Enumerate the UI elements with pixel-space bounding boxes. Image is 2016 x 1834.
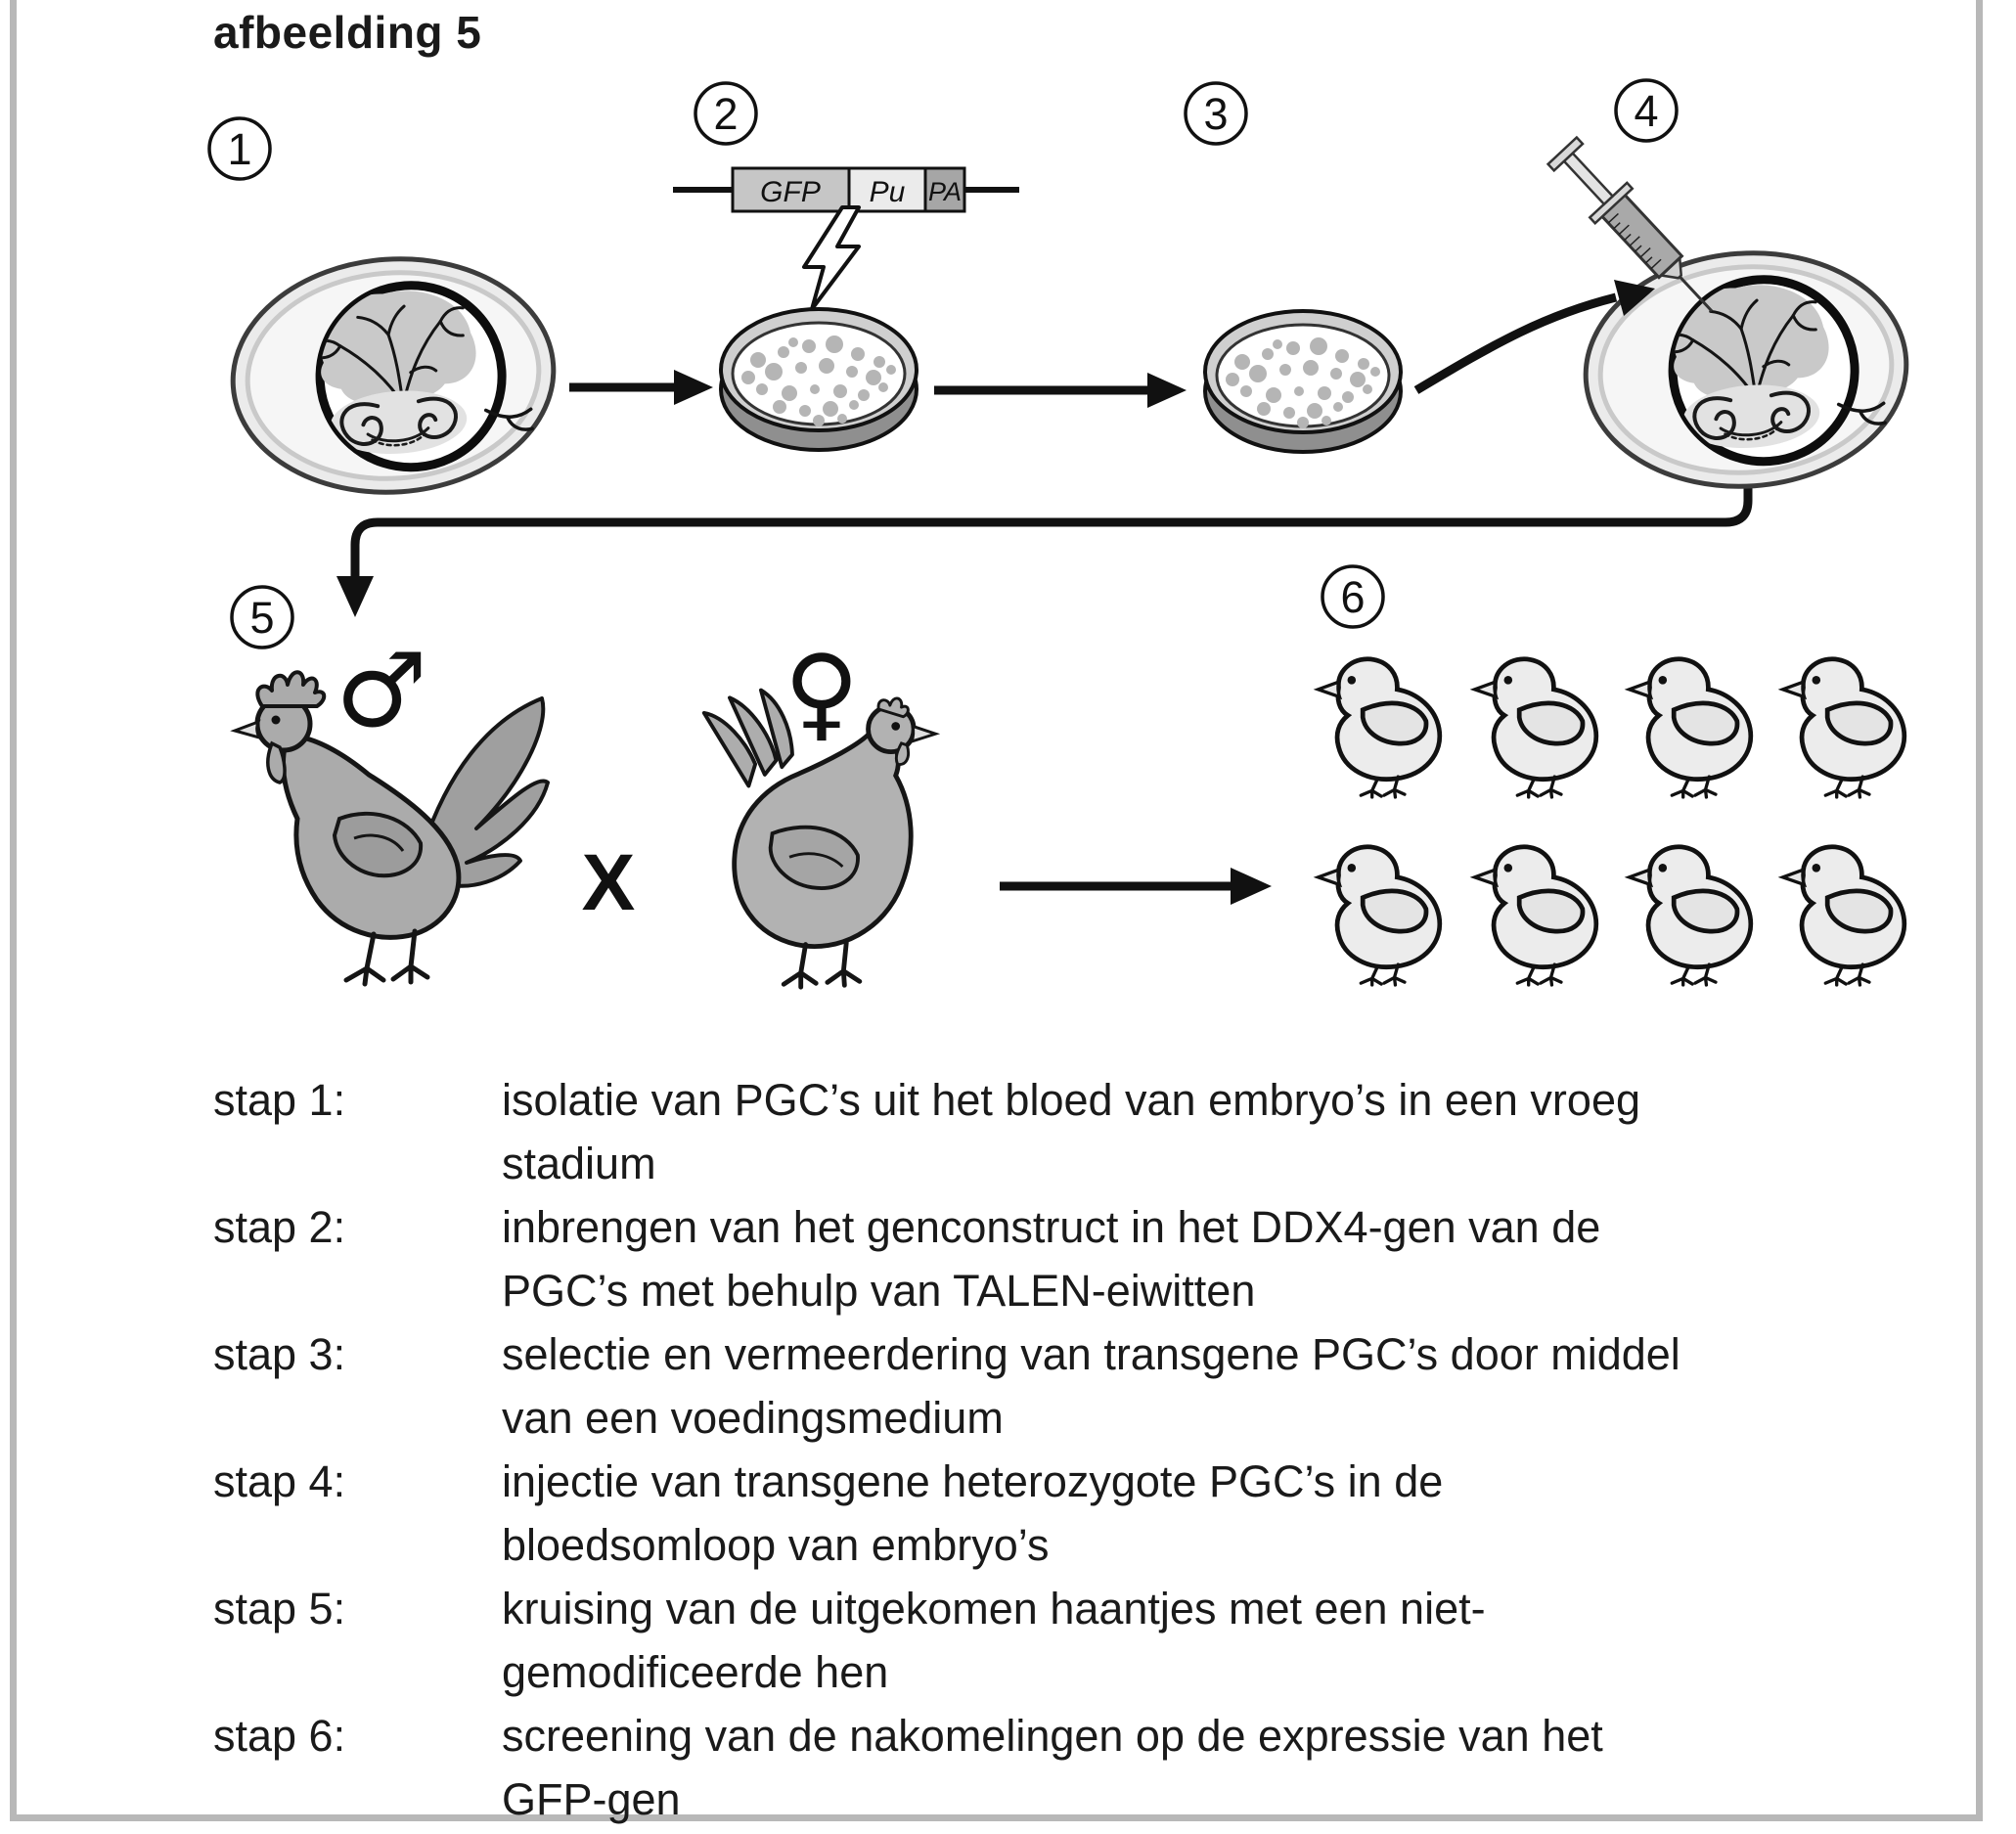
step-circle-4: 4 — [1614, 78, 1679, 143]
step-circle-6: 6 — [1321, 564, 1385, 629]
chick-illustration — [1475, 847, 1596, 985]
lightning-icon — [802, 205, 861, 311]
chick-illustration — [1630, 847, 1751, 985]
petri-dish-step2 — [719, 307, 918, 452]
pu-label: Pu — [870, 176, 906, 208]
step-label: stap 2: — [213, 1202, 346, 1252]
step-label: stap 4: — [213, 1456, 346, 1506]
step-description: inbrengen van het genconstruct in het DD… — [502, 1202, 1601, 1316]
arrow-step4-to-step5 — [336, 477, 1753, 617]
step-label: stap 5: — [213, 1584, 346, 1633]
gfp-box — [731, 166, 851, 213]
arrow-step5-to-step6 — [1000, 868, 1272, 905]
egg-embryo-step1 — [225, 248, 561, 503]
step-description: kruising van de uitgekomen haantjes met … — [502, 1584, 1486, 1697]
bottom-border — [10, 1814, 1983, 1821]
arrow-step3-to-step4 — [1413, 280, 1655, 394]
egg-embryo-step4 — [1578, 243, 1914, 497]
process-diagram: GFP Pu PA — [207, 78, 2016, 990]
step-circle-1: 1 — [207, 116, 272, 181]
chick-illustration — [1319, 847, 1440, 985]
step-description: screening van de nakomelingen op de expr… — [502, 1711, 1603, 1824]
chick-group — [1319, 659, 1904, 985]
gene-construct: GFP Pu PA — [673, 166, 1019, 213]
pu-box — [847, 166, 927, 213]
right-border — [1976, 0, 1983, 1821]
female-symbol: ♀ — [784, 633, 860, 752]
chick-illustration — [1783, 659, 1904, 797]
arrow-step1-to-step2 — [569, 370, 713, 405]
step-description: isolatie van PGC’s uit het bloed van emb… — [502, 1075, 1641, 1188]
cross-symbol: X — [582, 838, 636, 927]
step-description: injectie van transgene heterozygote PGC’… — [502, 1456, 1444, 1570]
rooster-illustration — [230, 670, 550, 987]
step-number-3: 3 — [1203, 89, 1228, 139]
chick-illustration — [1630, 659, 1751, 797]
step-circle-2: 2 — [694, 81, 758, 146]
step-number-5: 5 — [249, 593, 274, 643]
step-number-2: 2 — [713, 89, 738, 139]
chick-illustration — [1475, 659, 1596, 797]
step-label: stap 1: — [213, 1075, 346, 1125]
step-label: stap 6: — [213, 1711, 346, 1761]
chick-illustration — [1319, 659, 1440, 797]
pa-box — [923, 166, 966, 213]
step-circle-5: 5 — [230, 585, 294, 649]
figure-title: afbeelding 5 — [213, 7, 482, 58]
arrow-step2-to-step3 — [934, 373, 1187, 408]
step-number-6: 6 — [1340, 572, 1365, 622]
petri-dish-step3 — [1203, 309, 1403, 454]
step-number-4: 4 — [1634, 86, 1658, 136]
left-border — [10, 0, 17, 1821]
hen-illustration — [701, 688, 941, 990]
chick-illustration — [1783, 847, 1904, 985]
step-description: selectie en vermeerdering van transgene … — [502, 1329, 1680, 1443]
pa-label: PA — [928, 177, 962, 206]
syringe-icon — [1546, 135, 1714, 313]
gfp-label: GFP — [760, 176, 821, 208]
step-circle-3: 3 — [1184, 81, 1248, 146]
male-symbol: ♂ — [336, 631, 427, 750]
step-number-1: 1 — [227, 124, 251, 174]
step-label: stap 3: — [213, 1329, 346, 1379]
